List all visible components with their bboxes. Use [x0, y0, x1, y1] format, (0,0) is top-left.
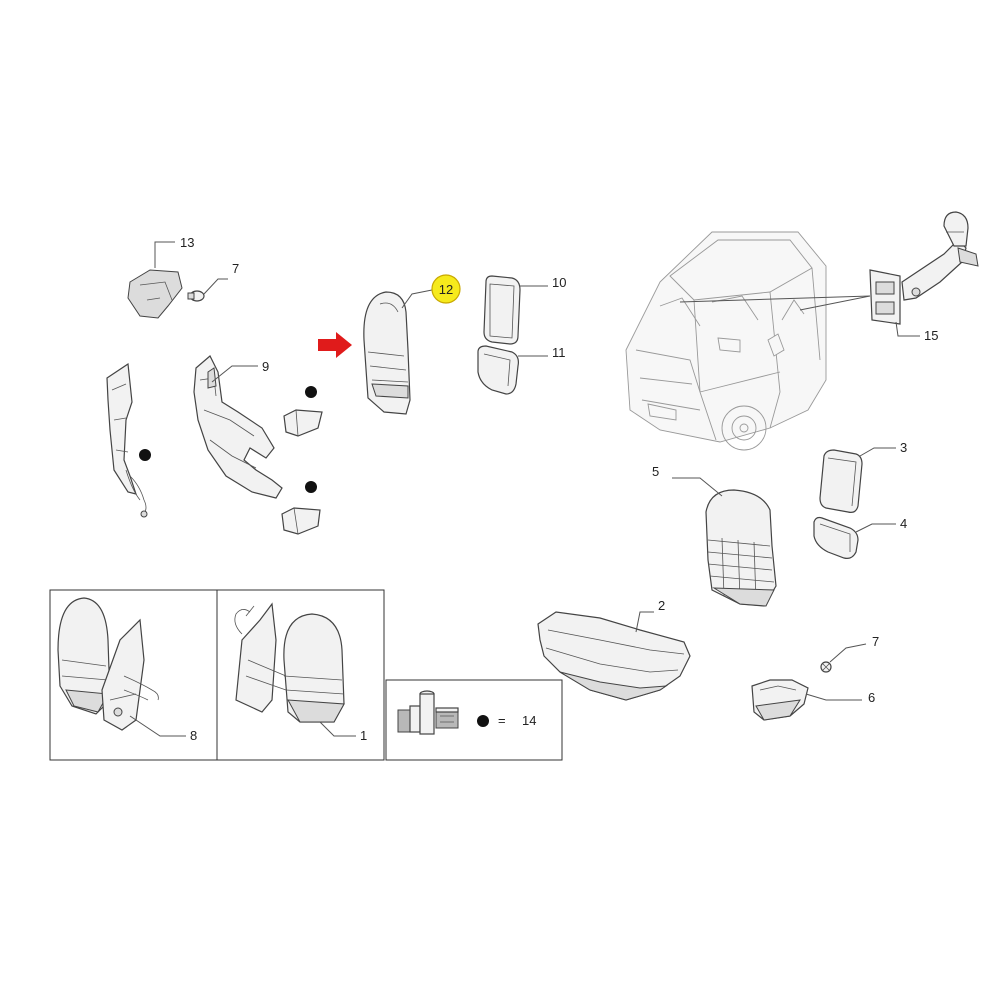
part-6-cover — [751, 679, 809, 721]
part-11-mirror-glass-small — [477, 345, 519, 395]
kit-dot-marker-upper — [305, 386, 317, 398]
highlight-arrow-icon — [318, 332, 352, 358]
part-12-mirror-housing — [363, 291, 411, 415]
callout-8: 8 — [190, 728, 197, 743]
callout-12-highlight — [431, 274, 461, 304]
callout-4: 4 — [900, 516, 907, 531]
callout-14: 14 — [522, 713, 536, 728]
callout-6: 6 — [868, 690, 875, 705]
part-8-mirror-assembly — [57, 597, 159, 731]
callout-11: 11 — [552, 345, 566, 360]
kit-equals-sign: = — [498, 713, 506, 728]
kit-dot-marker-lower — [305, 481, 317, 493]
kit-dot-marker-box — [477, 715, 489, 727]
callout-7-upper: 7 — [232, 261, 239, 276]
callout-5: 5 — [652, 464, 659, 479]
kit-14-contents — [397, 690, 459, 735]
mirror-arm-bracket-left — [106, 362, 148, 518]
callout-3: 3 — [900, 440, 907, 455]
part-10-mirror-glass — [483, 275, 521, 345]
part-1-mirror-complete — [234, 602, 345, 723]
part-3-mirror-glass — [819, 449, 863, 513]
kit-dot-marker-left — [139, 449, 151, 461]
callout-7-lower: 7 — [872, 634, 879, 649]
part-4-mirror-glass-small — [813, 516, 859, 559]
part-2-lower-cover — [537, 611, 691, 701]
part-15-mirror-arm — [869, 211, 979, 325]
kit-block-upper — [283, 409, 323, 437]
callout-13: 13 — [180, 235, 194, 250]
part-9-cover — [193, 355, 283, 499]
part-7-screw-lower — [820, 661, 832, 673]
van-illustration — [625, 231, 827, 451]
callout-10: 10 — [552, 275, 566, 290]
callout-1: 1 — [360, 728, 367, 743]
part-13-cover — [127, 269, 183, 319]
callout-12: 12 — [439, 282, 453, 297]
part-5-mirror-head — [705, 489, 777, 607]
callout-2: 2 — [658, 598, 665, 613]
callout-9: 9 — [262, 359, 269, 374]
kit-block-lower — [281, 507, 321, 535]
callout-15: 15 — [924, 328, 938, 343]
inset-box-1 — [216, 589, 385, 761]
kit-box-14 — [385, 679, 563, 761]
part-7-bulb-upper — [187, 290, 205, 302]
